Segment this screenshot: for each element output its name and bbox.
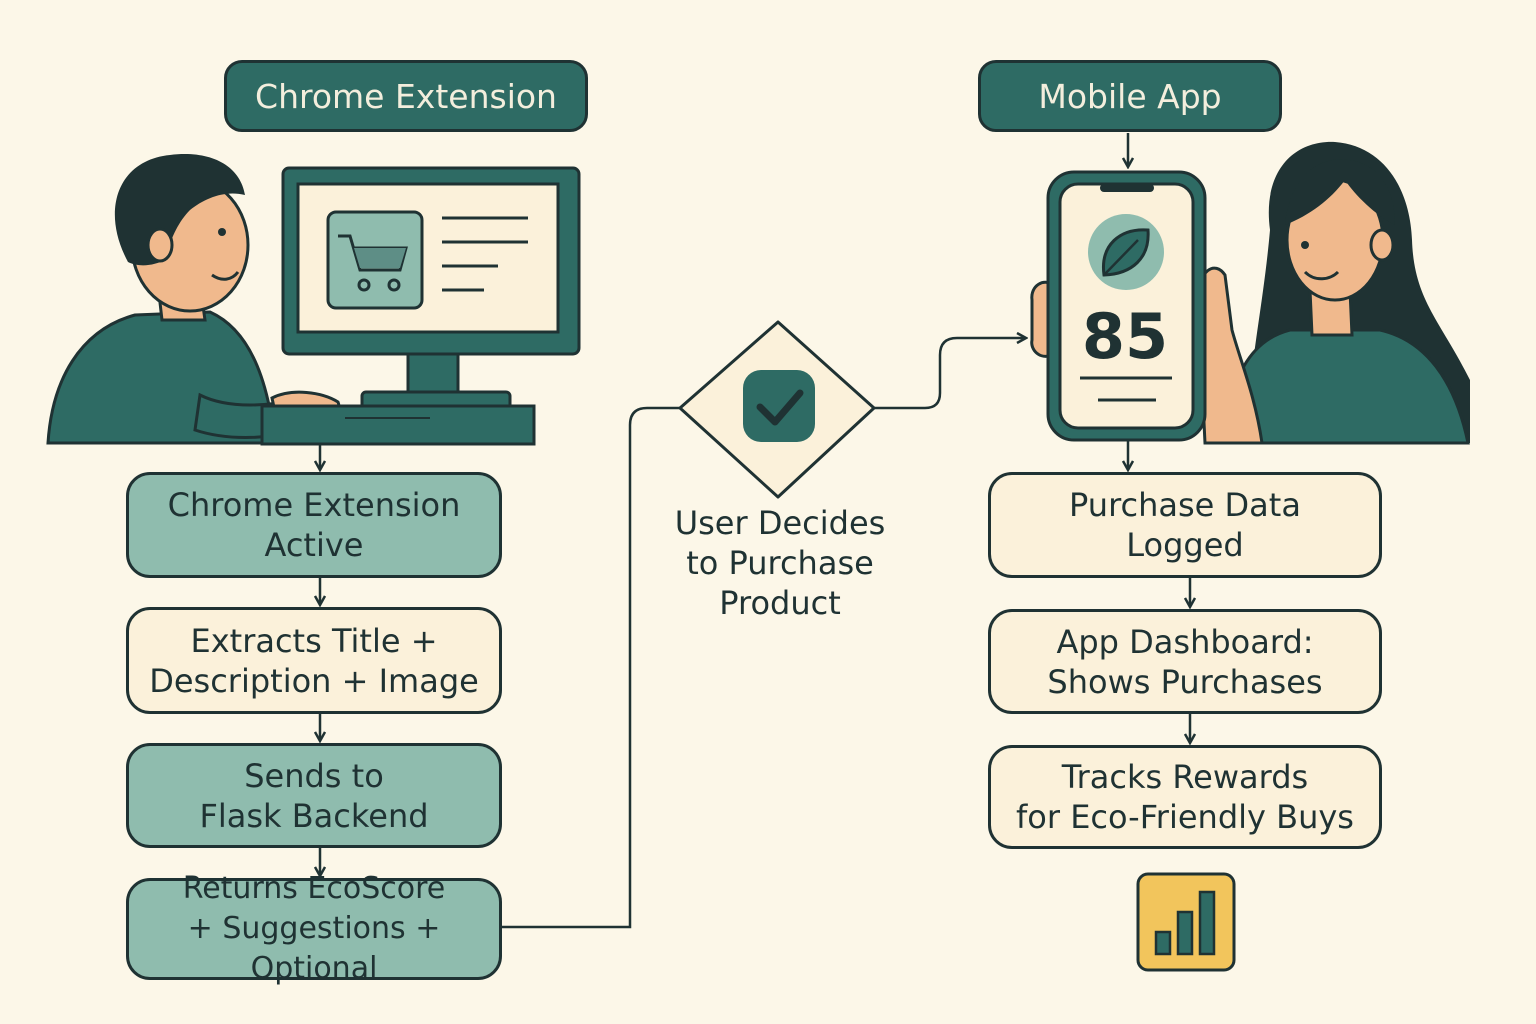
mobile-app-header-label: Mobile App	[1038, 76, 1222, 116]
decision-label: User Decides to Purchase Product	[674, 504, 886, 622]
step-purchase-logged: Purchase Data Logged	[988, 472, 1382, 578]
connector-to-phone	[874, 338, 1026, 410]
step-extracts-data: Extracts Title + Description + Image	[126, 607, 502, 714]
chrome-extension-header-label: Chrome Extension	[255, 76, 557, 116]
step-app-dashboard: App Dashboard: Shows Purchases	[988, 609, 1382, 714]
shopping-cart-icon	[326, 210, 424, 310]
step-tracks-rewards: Tracks Rewards for Eco-Friendly Buys	[988, 745, 1382, 849]
leaf-icon	[1088, 214, 1164, 290]
chrome-extension-header: Chrome Extension	[224, 60, 588, 132]
man-at-computer	[46, 154, 341, 445]
step-extension-active: Chrome Extension Active	[126, 472, 502, 578]
step-sends-to-backend: Sends to Flask Backend	[126, 743, 502, 848]
connector-to-decision	[502, 406, 680, 929]
decision-diamond	[678, 320, 876, 499]
eco-score-value: 85	[1081, 300, 1169, 373]
step-returns-ecoscore: Returns EcoScore + Suggestions + Optiona…	[126, 871, 502, 986]
check-icon	[743, 370, 815, 442]
flow-connectors	[320, 133, 1190, 929]
woman-holding-phone	[1030, 141, 1470, 445]
mobile-app-header: Mobile App	[978, 60, 1282, 132]
bar-chart-icon	[1136, 872, 1236, 972]
